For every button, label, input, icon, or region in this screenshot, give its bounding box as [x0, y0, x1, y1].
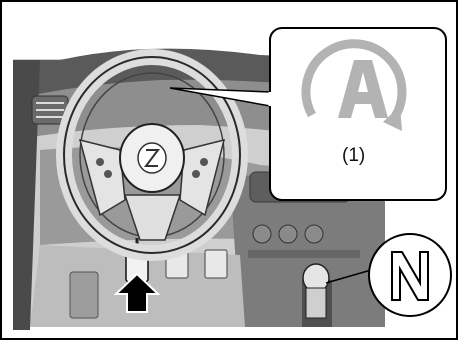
callout-number-label: (1)	[342, 146, 365, 165]
